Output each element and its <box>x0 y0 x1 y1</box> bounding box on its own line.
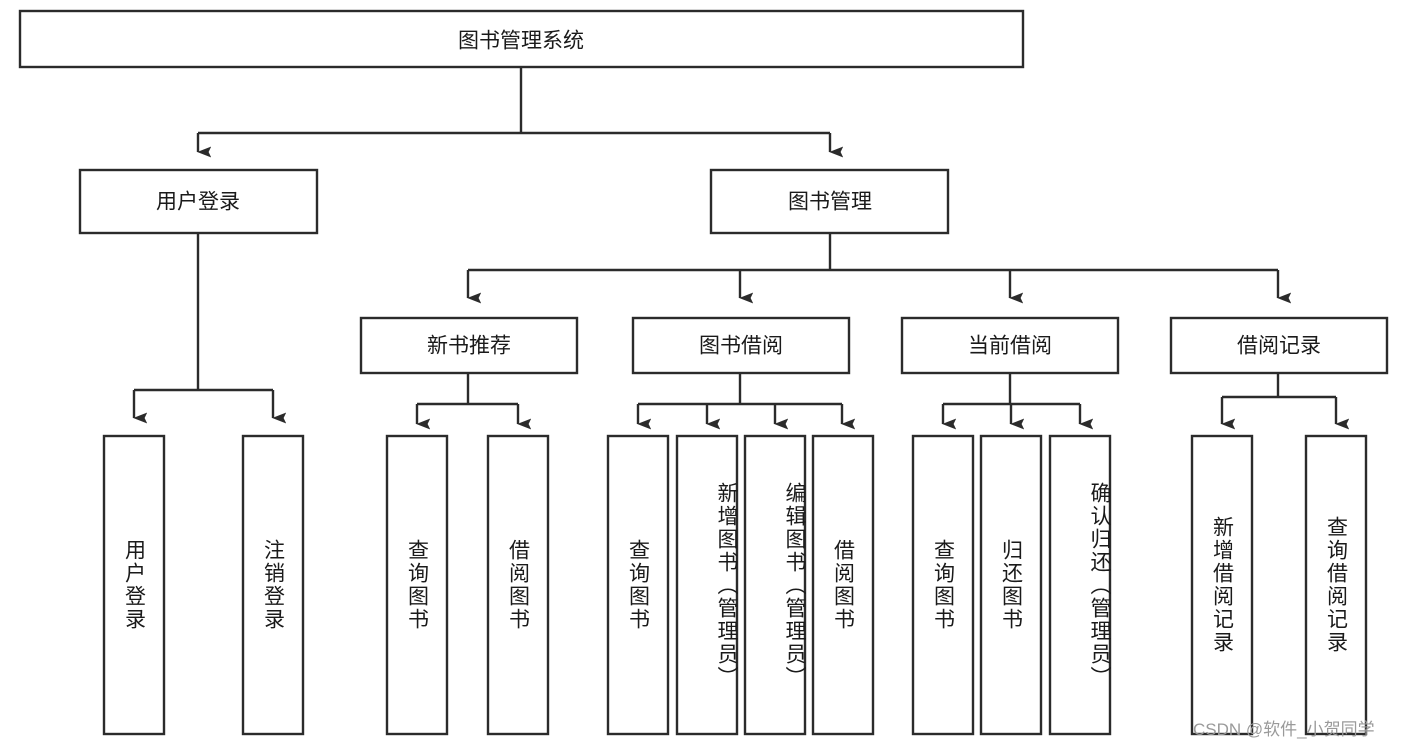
node-box-leaf-query-book-2[interactable] <box>606 434 670 736</box>
node-box-leaf-add-borrow-record[interactable] <box>1190 434 1254 736</box>
edge-group-bookmgmt <box>466 233 1292 304</box>
edge-group-record <box>1220 373 1350 430</box>
node-box-current-borrow[interactable] <box>900 316 1120 375</box>
node-box-leaf-query-book-3[interactable] <box>911 434 975 736</box>
node-box-borrow-record[interactable] <box>1169 316 1389 375</box>
node-label-current-borrow: 当前借阅 <box>968 335 1052 358</box>
node-box-leaf-user-login[interactable] <box>102 434 166 736</box>
csdn-watermark: CSDN @软件_小贺同学 <box>1193 720 1375 739</box>
node-box-leaf-confirm-return-admin[interactable] <box>1048 434 1112 736</box>
edge-group-root <box>196 67 844 158</box>
edge-group-login <box>132 233 287 424</box>
node-box-book-borrow[interactable] <box>631 316 851 375</box>
node-label-user-login: 用户登录 <box>156 191 240 214</box>
edge-group-current <box>941 373 1094 430</box>
node-box-leaf-borrow-book-2[interactable] <box>811 434 875 736</box>
node-label-book-management: 图书管理 <box>788 191 872 214</box>
node-label-new-book-recommend: 新书推荐 <box>427 335 511 358</box>
node-box-leaf-return-book[interactable] <box>979 434 1043 736</box>
node-label-book-borrow: 图书借阅 <box>699 335 783 358</box>
node-box-leaf-add-book-admin[interactable] <box>675 434 739 736</box>
node-box-root[interactable] <box>18 9 1025 69</box>
edge-group-borrow <box>636 373 856 430</box>
node-box-book-management[interactable] <box>709 168 950 235</box>
node-label-root: 图书管理系统 <box>458 30 584 53</box>
edge-group-newbook <box>415 373 532 430</box>
node-box-leaf-borrow-book-1[interactable] <box>486 434 550 736</box>
node-box-leaf-edit-book-admin[interactable] <box>743 434 807 736</box>
node-box-leaf-query-borrow-record[interactable] <box>1304 434 1368 736</box>
node-box-user-login[interactable] <box>78 168 319 235</box>
node-box-new-book-recommend[interactable] <box>359 316 579 375</box>
node-box-leaf-logout[interactable] <box>241 434 305 736</box>
node-box-leaf-query-book-1[interactable] <box>385 434 449 736</box>
node-label-borrow-record: 借阅记录 <box>1237 335 1321 358</box>
